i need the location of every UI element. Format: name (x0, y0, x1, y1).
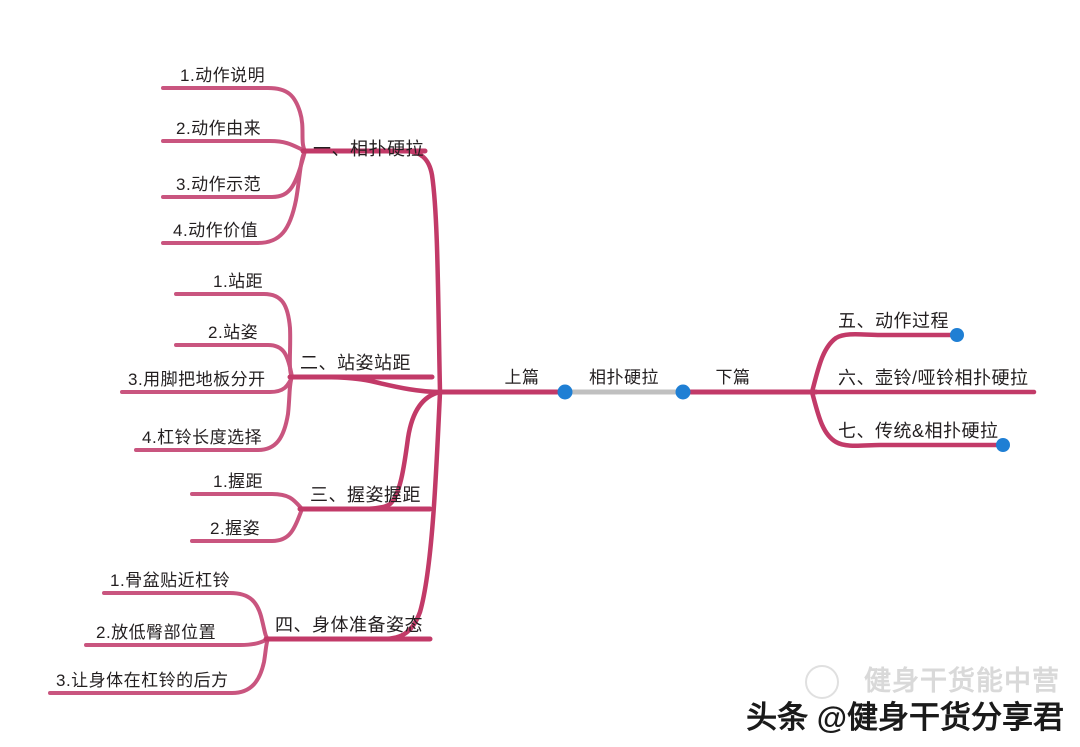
leaf-label-2-2[interactable]: 2.站姿 (208, 323, 259, 342)
leaf-label-1-3[interactable]: 3.动作示范 (176, 175, 262, 194)
right-end-dot-7[interactable] (996, 438, 1010, 452)
leaf-label-2-3[interactable]: 3.用脚把地板分开 (128, 370, 266, 389)
leaf-line-4-3 (48, 637, 270, 695)
leaf-label-3-2[interactable]: 2.握姿 (210, 519, 261, 538)
leaf-line-1-1 (161, 86, 307, 153)
root-spine-group (437, 384, 819, 400)
leaf-group-3 (190, 492, 433, 543)
leaf-label-4-3[interactable]: 3.让身体在杠铃的后方 (56, 671, 229, 690)
right-line-7 (809, 389, 999, 448)
main-branch-label-1[interactable]: 一、相扑硬拉 (313, 139, 424, 159)
leaf-group-4 (48, 591, 433, 695)
leaf-label-3-1[interactable]: 1.握距 (213, 472, 264, 491)
right-line-5 (809, 332, 953, 395)
leaf-label-4-1[interactable]: 1.骨盆贴近杠铃 (110, 571, 231, 590)
leaf-label-1-4[interactable]: 4.动作价值 (173, 221, 259, 240)
right-branch-label-5[interactable]: 五、动作过程 (838, 311, 949, 331)
right-branch-label-6[interactable]: 六、壶铃/哑铃相扑硬拉 (838, 368, 1029, 388)
leaf-line-4-1 (102, 591, 270, 641)
leaf-line-2-4 (134, 375, 294, 452)
root-node-label[interactable]: 相扑硬拉 (589, 368, 659, 387)
leaf-group-2 (120, 292, 435, 452)
main-branch-label-4[interactable]: 四、身体准备姿态 (275, 615, 423, 635)
main-branch-label-3[interactable]: 三、握姿握距 (310, 485, 421, 505)
section-label-left[interactable]: 上篇 (504, 368, 540, 387)
section-label-right[interactable]: 下篇 (715, 368, 751, 387)
leaf-line-3-2 (190, 507, 304, 543)
leaf-label-2-1[interactable]: 1.站距 (213, 272, 264, 291)
right-end-dot-5[interactable] (950, 328, 964, 342)
leaf-label-1-1[interactable]: 1.动作说明 (180, 66, 266, 85)
leaf-label-1-2[interactable]: 2.动作由来 (176, 119, 262, 138)
leaf-label-2-4[interactable]: 4.杠铃长度选择 (142, 428, 263, 447)
leaf-group-1 (161, 86, 428, 245)
leaf-line-3-1 (190, 492, 304, 511)
leaf-line-1-2 (161, 139, 307, 153)
right-branch-group (809, 328, 1037, 452)
leaf-line-2-2 (174, 343, 294, 379)
curve-hub-to-branch-4 (269, 389, 443, 642)
leaf-line-1-4 (161, 149, 307, 245)
left-main-branch-curves (269, 148, 443, 642)
main-branch-label-2[interactable]: 二、站姿站距 (300, 353, 411, 373)
root-dot-left[interactable] (557, 384, 573, 400)
leaf-label-4-2[interactable]: 2.放低臀部位置 (96, 623, 217, 642)
root-dot-right[interactable] (675, 384, 691, 400)
curve-hub-to-branch-1 (304, 148, 443, 395)
right-branch-label-7[interactable]: 七、传统&相扑硬拉 (838, 421, 999, 441)
